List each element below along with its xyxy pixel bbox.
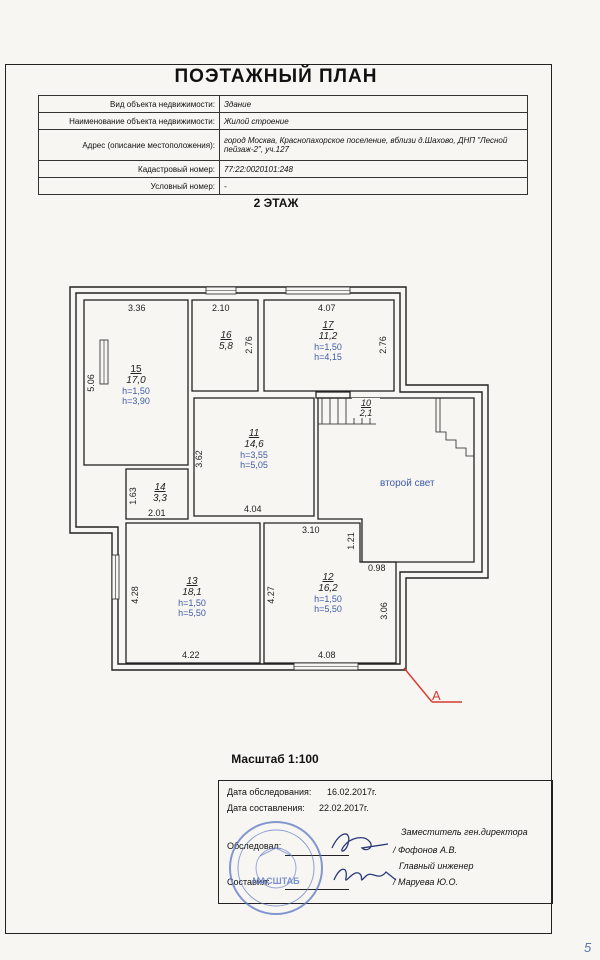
signoff-box: Дата обследования: 16.02.2017г. Дата сос… (218, 780, 553, 904)
second-light-label: второй свет (380, 478, 435, 489)
dimension-label: 3.06 (378, 602, 389, 620)
room-17-outline (263, 299, 395, 392)
room-16-label: 16 5,8 (219, 330, 233, 352)
compile-date: 22.02.2017г. (319, 803, 369, 813)
dimension-label: 0.98 (368, 563, 386, 573)
dimension-label: 2.10 (212, 303, 230, 313)
dimension-label: 4.22 (182, 650, 200, 660)
window-glazing (103, 290, 358, 667)
dimension-label: 4.07 (318, 303, 336, 313)
signature-1 (331, 833, 389, 852)
scale-label: Масштаб 1:100 (231, 752, 319, 766)
stamp-text: МАСШТАБ (252, 876, 300, 886)
room-15-label: 15 17,0 h=1,50 h=3,90 (122, 364, 150, 406)
room-17-label: 17 11,2 h=1,50 h=4,15 (314, 320, 342, 362)
dimension-label: 1.63 (127, 487, 138, 505)
dimension-label: 3.36 (128, 303, 146, 313)
dimension-label: 4.28 (129, 586, 140, 604)
room-13-outline (125, 522, 261, 664)
room-16-outline (191, 299, 259, 392)
page-frame (5, 64, 552, 934)
room-walls (83, 299, 475, 664)
axis-label: А (432, 688, 441, 703)
object-info-table: Вид объекта недвижимости:Здание Наименов… (38, 95, 528, 195)
checked-title: Заместитель ген.директора (401, 827, 528, 837)
company-stamp: МАСШТАБ (229, 821, 323, 915)
dimension-label: 2.01 (148, 508, 166, 518)
checked-label: Обследовал: (227, 841, 282, 851)
survey-date: 16.02.2017г. (327, 787, 377, 797)
compiled-label: Составил: (227, 877, 270, 887)
compiled-title: Главный инженер (399, 861, 474, 871)
dimension-label: 2.76 (377, 336, 388, 354)
dimension-label: 1.21 (345, 532, 356, 550)
room-12-label: 12 16,2 h=1,50 h=5,50 (314, 572, 342, 614)
info-row: Условный номер:- (38, 177, 528, 195)
void-outline (317, 397, 475, 563)
room-14-outline (125, 468, 189, 520)
checked-name: / Фофонов А.В. (393, 845, 457, 855)
dimension-label: 5.06 (85, 374, 96, 392)
room-14-label: 14 3,3 (153, 482, 167, 504)
dimension-label: 2.76 (243, 336, 254, 354)
dimension-label: 3.10 (302, 525, 320, 535)
room-11-outline (193, 397, 315, 517)
info-row: Вид объекта недвижимости:Здание (38, 95, 528, 113)
document-title: ПОЭТАЖНЫЙ ПЛАН (174, 66, 378, 87)
survey-date-label: Дата обследования: (227, 787, 312, 797)
axis-marker (403, 667, 462, 703)
dimension-label: 4.27 (265, 586, 276, 604)
signature-2 (333, 868, 397, 881)
room-13-label: 13 18,1 h=1,50 h=5,50 (178, 576, 206, 618)
compiled-name: / Маруева Ю.О. (393, 877, 459, 887)
dimension-label: 4.04 (244, 504, 262, 514)
dimension-label: 3.62 (193, 450, 204, 468)
outer-walls (69, 286, 489, 671)
room-15-outline (83, 299, 189, 466)
dimension-label: 4.08 (318, 650, 336, 660)
room-10-label: 10 2,1 (352, 398, 380, 418)
page-number: 5 (584, 940, 592, 955)
compile-date-label: Дата составления: (227, 803, 305, 813)
room-11-label: 11 14,6 h=3,55 h=5,05 (240, 428, 268, 470)
floor-label: 2 ЭТАЖ (253, 196, 299, 210)
